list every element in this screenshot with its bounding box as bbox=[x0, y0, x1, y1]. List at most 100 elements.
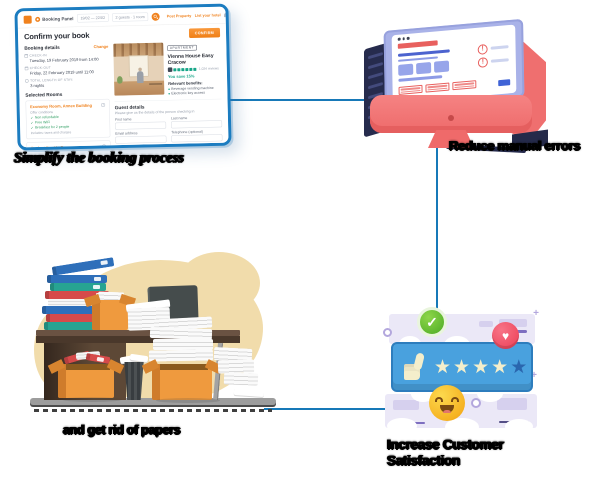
star-icon: ★ bbox=[453, 356, 471, 378]
decor-plus: + bbox=[531, 370, 537, 381]
window-dots bbox=[397, 28, 510, 41]
page-title: Confirm your book bbox=[23, 31, 90, 42]
phone-input[interactable] bbox=[171, 134, 223, 143]
search-button[interactable] bbox=[151, 12, 160, 21]
change-link[interactable]: Change bbox=[93, 44, 109, 50]
monitor-body bbox=[370, 95, 532, 133]
window-title-bar bbox=[397, 39, 438, 49]
decor-circle bbox=[383, 328, 392, 337]
brand: Booking Panel bbox=[35, 16, 73, 22]
notification-badge bbox=[227, 11, 231, 15]
room-note: Includes: taxes and charges bbox=[30, 130, 72, 135]
review-illustration: + + ★ ★ ★ ★ ★ ✓ ♥ bbox=[383, 306, 539, 438]
decor-plus: + bbox=[533, 308, 539, 319]
star-icon: ★ bbox=[472, 356, 490, 378]
screen-window: ! ! bbox=[391, 24, 517, 104]
dates-field[interactable]: 19/02 — 22/02 bbox=[76, 13, 109, 23]
caption-satisfaction: Increase Customer Satisfaction bbox=[387, 437, 504, 468]
info-icon[interactable]: i bbox=[102, 144, 107, 149]
occupancy-field[interactable]: 2 guests · 1 room bbox=[111, 12, 149, 22]
reviews-count[interactable]: 1,024 reviews bbox=[198, 66, 219, 71]
room-card-economy[interactable]: Economy Room, Annex Building i Offer con… bbox=[25, 98, 111, 140]
paper-stack bbox=[153, 339, 213, 350]
error-field bbox=[425, 82, 450, 93]
desk-top bbox=[36, 330, 240, 336]
monitor-stand bbox=[428, 130, 474, 148]
error-field bbox=[452, 80, 477, 91]
nav-list-hotel[interactable]: List your hotel bbox=[194, 12, 221, 18]
calendar-icon bbox=[24, 66, 29, 71]
desk-edge bbox=[36, 336, 240, 343]
star-icon: ★ bbox=[434, 356, 452, 378]
confirm-page: Confirm your book CONFIRM Booking detail… bbox=[18, 24, 229, 151]
connector-desk-to-review bbox=[264, 408, 410, 410]
confirm-button[interactable]: CONFIRM bbox=[188, 27, 221, 38]
clock-icon bbox=[25, 79, 29, 83]
heart-badge-icon: ♥ bbox=[492, 322, 519, 349]
star-rating: ★ ★ ★ ★ ★ bbox=[434, 358, 527, 377]
decor-circle bbox=[471, 398, 481, 408]
office-desk-illustration bbox=[28, 252, 278, 422]
search-icon bbox=[153, 14, 157, 18]
nav-post-property[interactable]: Post Property bbox=[166, 13, 192, 19]
savings-text: You save 15% bbox=[167, 73, 195, 79]
caption-booking-process: Simplify the booking process bbox=[14, 150, 184, 166]
hotel-photo bbox=[113, 42, 165, 96]
property-type-badge: APARTMENT bbox=[167, 44, 197, 51]
shadow bbox=[62, 397, 122, 402]
info-icon[interactable]: i bbox=[101, 102, 106, 108]
review-card: ★ ★ ★ ★ ★ bbox=[391, 342, 533, 392]
check-icon: ✓ bbox=[30, 116, 34, 120]
guest-details-section: Guest details Please give us the details… bbox=[114, 98, 223, 150]
binder-bar bbox=[47, 275, 107, 283]
cardboard-box bbox=[83, 293, 137, 330]
paper-stack bbox=[148, 349, 214, 362]
stay-row: TOTAL LENGTH OF STAY: 3 nights bbox=[25, 77, 109, 88]
email-input[interactable] bbox=[115, 135, 167, 144]
check-badge-icon: ✓ bbox=[417, 307, 447, 337]
room-name: Economy Room, Annex Building bbox=[30, 103, 93, 110]
room-card-budget[interactable]: Budget Double Room i bbox=[26, 140, 111, 151]
thumbs-up-icon bbox=[403, 352, 427, 382]
cardboard-box bbox=[47, 359, 125, 398]
star-icon-empty: ★ bbox=[510, 356, 528, 378]
rating-score-box bbox=[167, 67, 173, 72]
binder-bar bbox=[50, 283, 106, 291]
smiley-emoji-icon bbox=[429, 385, 465, 421]
paper-stack bbox=[217, 359, 255, 374]
form-blocks bbox=[398, 58, 472, 76]
floor bbox=[30, 398, 276, 405]
warning-icon: ! bbox=[477, 56, 488, 68]
benefits-title: Relevant benefits: bbox=[168, 80, 203, 86]
caption-errors: Reduce manual errors bbox=[449, 138, 581, 153]
first-name-input[interactable] bbox=[115, 121, 167, 130]
notifications-bell-icon[interactable] bbox=[224, 11, 231, 18]
warning-icon: ! bbox=[477, 43, 488, 55]
booking-site-window: Booking Panel 19/02 — 22/02 2 guests · 1… bbox=[14, 3, 232, 151]
power-button bbox=[448, 115, 454, 121]
brand-icon bbox=[35, 16, 41, 22]
paper-slab bbox=[48, 299, 108, 306]
checkin-value: Tuesday, 19 February 2019 from 14:00 bbox=[29, 57, 99, 64]
shadow bbox=[156, 398, 220, 403]
booking-details-title: Booking details bbox=[24, 44, 60, 52]
last-name-input[interactable] bbox=[171, 120, 223, 129]
connector-monitor-to-review bbox=[436, 140, 438, 314]
stay-value: 3 nights bbox=[30, 83, 45, 89]
paper-stack bbox=[223, 372, 259, 386]
site-logo[interactable] bbox=[23, 15, 32, 24]
screen-submit-button bbox=[498, 79, 511, 87]
checkin-row: CHECK-IN Tuesday, 19 February 2019 from … bbox=[24, 52, 108, 63]
checkout-value: Friday, 22 February 2019 until 11:00 bbox=[29, 69, 94, 76]
caption-papers: and get rid of papers bbox=[63, 423, 181, 437]
connector-browser-to-monitor bbox=[224, 99, 370, 101]
star-icon: ★ bbox=[491, 356, 509, 378]
guest-footnote: A confirmation email will be sent to thi… bbox=[115, 144, 184, 150]
computer-illustration: ! ! bbox=[362, 16, 548, 166]
brand-name: Booking Panel bbox=[42, 15, 74, 22]
loose-sheet bbox=[233, 386, 265, 398]
calendar-icon bbox=[24, 54, 29, 58]
check-icon: ✓ bbox=[30, 126, 34, 130]
cardboard-box bbox=[141, 359, 223, 400]
